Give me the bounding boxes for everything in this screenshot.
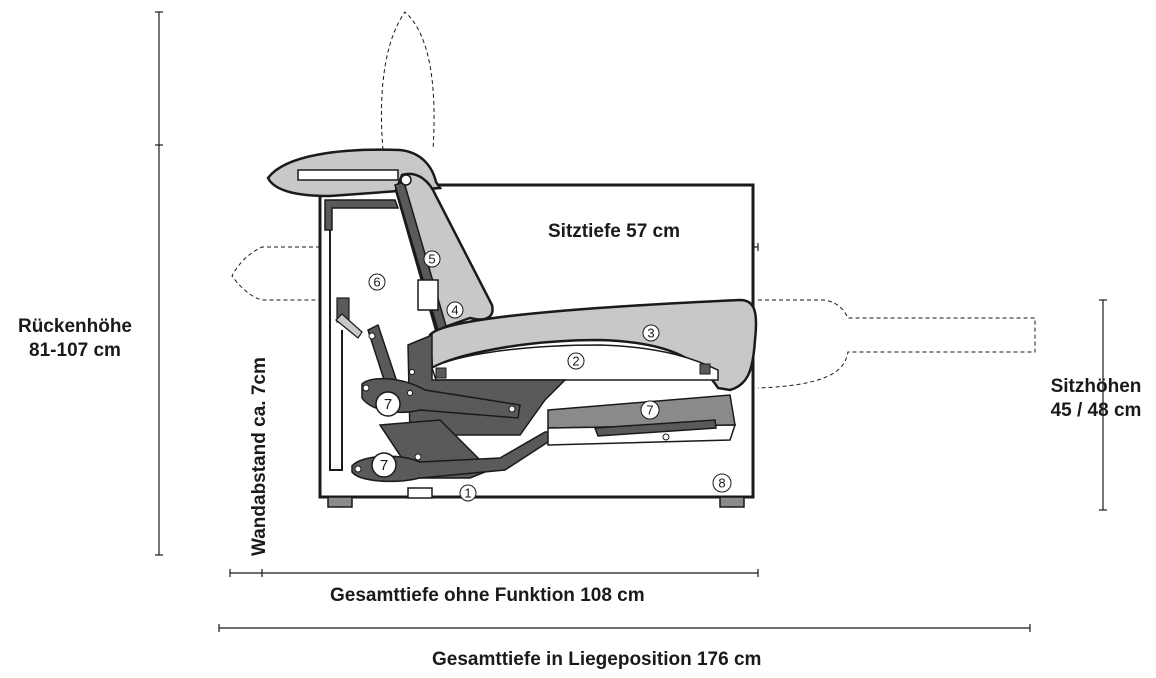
front-foot — [327, 496, 353, 508]
svg-text:2: 2 — [572, 354, 579, 369]
callout-5: 5 — [423, 250, 441, 268]
svg-text:6: 6 — [373, 275, 380, 290]
backrest-cushion — [394, 172, 494, 332]
callout-2: 2 — [567, 352, 585, 370]
callout-markers: 1 2 3 4 5 6 7 — [368, 250, 732, 502]
callout-3: 3 — [642, 324, 660, 342]
svg-text:4: 4 — [451, 303, 458, 318]
pivot-points — [354, 332, 670, 473]
svg-text:3: 3 — [647, 326, 654, 341]
depth-no-function-label: Gesamttiefe ohne Funktion 108 cm — [330, 585, 645, 606]
wall-distance-label: Wandabstand ca. 7cm — [249, 357, 270, 556]
svg-text:7: 7 — [646, 403, 653, 418]
footrest-bar — [593, 419, 717, 437]
callout-4: 4 — [446, 301, 464, 319]
svg-text:1: 1 — [464, 486, 471, 501]
arm-frame — [324, 199, 400, 339]
callout-7-upper: 7 — [375, 391, 401, 417]
callout-7-footrest: 7 — [640, 400, 660, 420]
callout-8: 8 — [712, 473, 732, 493]
reclined-outlines — [231, 11, 1036, 389]
svg-text:7: 7 — [380, 457, 388, 474]
base-block — [407, 487, 433, 499]
svg-text:7: 7 — [384, 396, 392, 413]
svg-text:8: 8 — [718, 476, 725, 491]
seat-depth-label: Sitztiefe 57 cm — [548, 221, 680, 242]
callout-1: 1 — [459, 484, 477, 502]
backrest-height-label: Rückenhöhe 81-107 cm — [5, 315, 145, 363]
backrest-height-label-line1: Rückenhöhe — [17, 316, 133, 337]
recliner-mechanism — [351, 323, 737, 499]
mechanism-link-upper — [361, 377, 521, 419]
backrest-height-label-line2: 81-107 cm — [29, 340, 121, 361]
callout-6: 6 — [368, 273, 386, 291]
rear-foot — [719, 496, 745, 508]
backrest-upright-outline — [380, 11, 435, 151]
seat-heights-label-line1: Sitzhöhen — [1050, 376, 1142, 397]
backrest-reclined-outline — [231, 246, 320, 301]
footrest-extended-outline — [757, 299, 1036, 389]
seat-heights-label-line2: 45 / 48 cm — [1050, 400, 1142, 421]
depth-reclined-label: Gesamttiefe in Liegeposition 176 cm — [432, 649, 762, 670]
callout-7-lower: 7 — [371, 452, 397, 478]
seat-heights-label: Sitzhöhen 45 / 48 cm — [1036, 375, 1156, 423]
svg-text:5: 5 — [428, 252, 435, 267]
